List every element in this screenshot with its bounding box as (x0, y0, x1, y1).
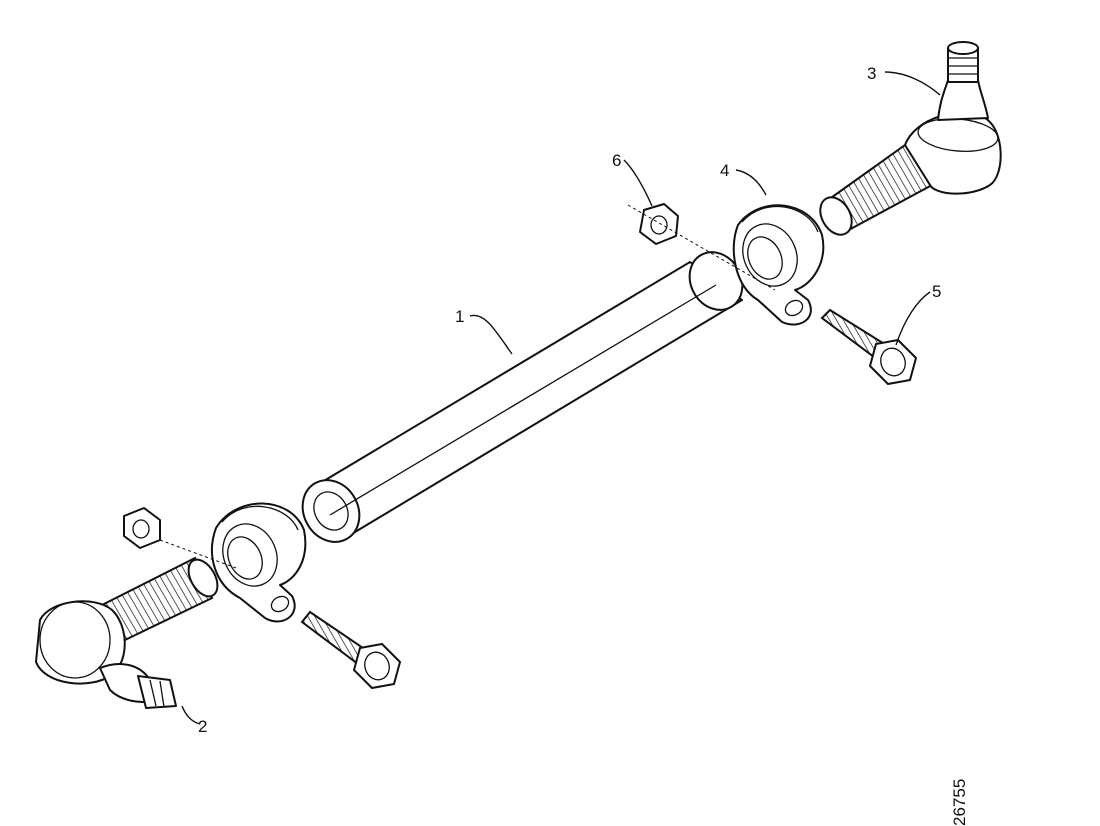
upper-clamp (732, 204, 825, 326)
upper-ball-joint (819, 41, 1002, 236)
lower-ball-joint (35, 556, 219, 709)
callout-4: 4 (720, 161, 729, 180)
callout-1: 1 (455, 307, 464, 326)
upper-bolt (820, 308, 917, 385)
callout-3: 3 (867, 64, 876, 83)
callout-6: 6 (612, 151, 621, 170)
upper-nut (627, 203, 776, 291)
leader-lines (181, 71, 941, 725)
lower-bolt (300, 610, 401, 689)
tie-rod-tube (301, 251, 744, 543)
callout-5: 5 (932, 282, 941, 301)
lower-nut (123, 507, 237, 569)
drawing-number: 26755 (950, 779, 969, 826)
lower-clamp (211, 502, 307, 623)
callout-2: 2 (198, 717, 207, 736)
